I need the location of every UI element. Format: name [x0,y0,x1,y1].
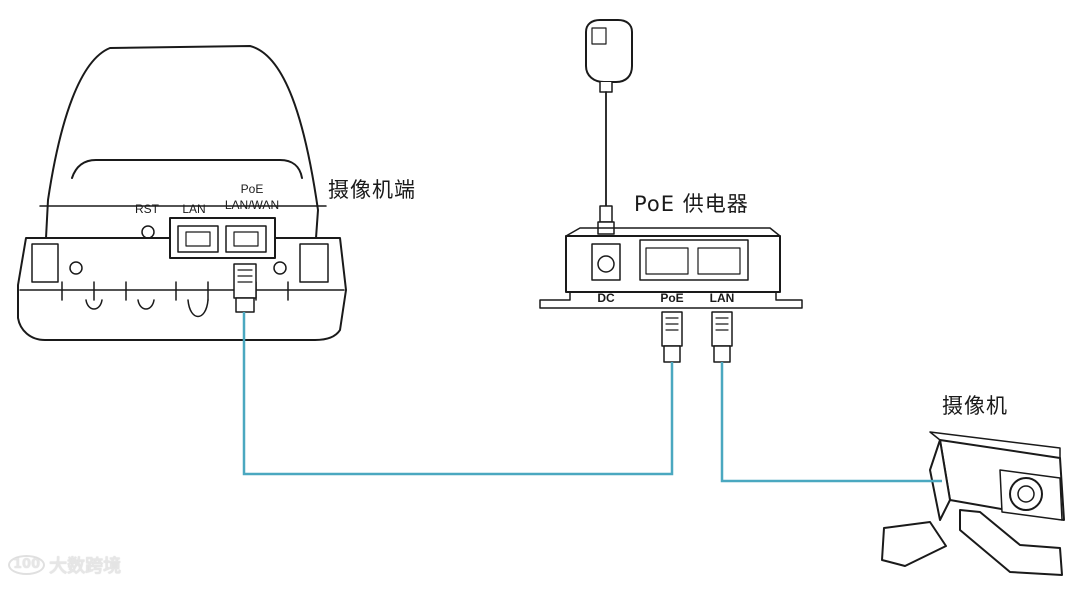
camera-side-label: 摄像机端 [328,178,416,202]
injector-port-poe-label: PoE [660,291,684,305]
cpe-port-lanwan-label: LAN/WAN [224,198,280,212]
injector-port-lan-label: LAN [709,291,735,305]
watermark: 100 大数跨境 [8,552,121,578]
watermark-text: 大数跨境 [49,556,122,577]
cpe-device [17,45,347,341]
camera-device [881,431,1065,576]
cpe-port-poe-label: PoE [240,182,264,196]
watermark-logo: 100 [8,555,46,575]
cable-injector-lan-to-camera [720,362,942,483]
poe-injector-device [539,227,803,363]
camera-label: 摄像机 [942,394,1008,418]
poe-injector-label: PoE 供电器 [634,192,749,216]
cpe-port-rst-label: RST [135,202,159,216]
ethernet-cables [242,312,942,483]
injector-port-dc-label: DC [597,291,615,305]
cpe-port-lan-label: LAN [182,202,206,216]
power-adapter [585,19,633,235]
cable-cpe-to-injector-poe [242,312,674,476]
